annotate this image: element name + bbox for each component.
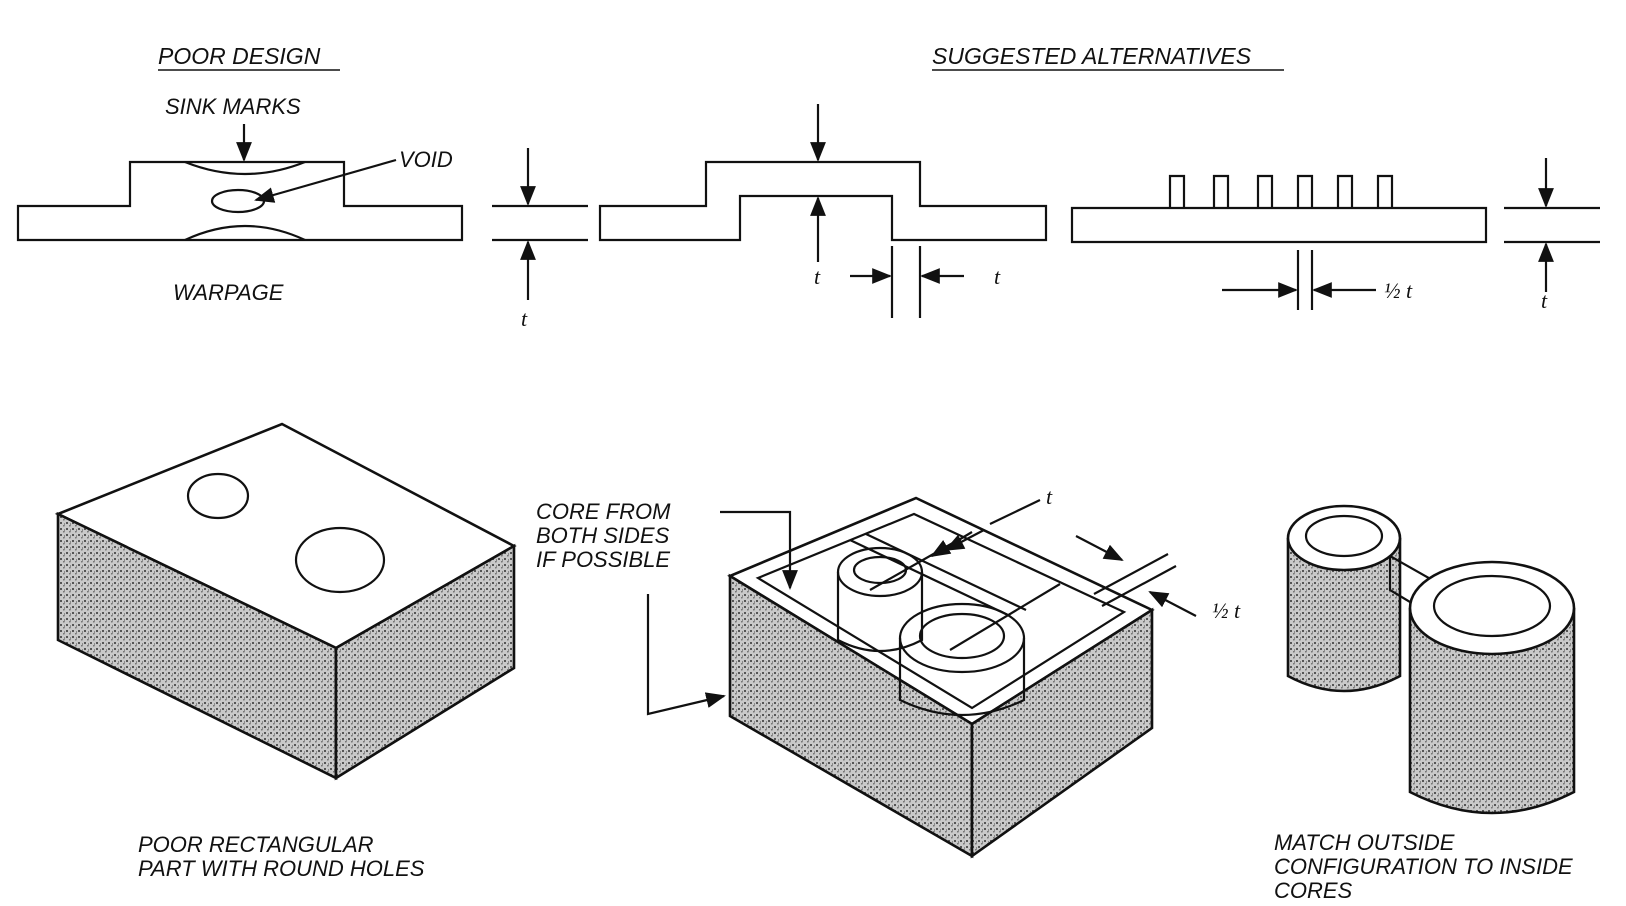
round-hole-small	[186, 472, 250, 520]
alt-ribbed-section: ½ t t	[1070, 158, 1600, 313]
poor-rectangular-part: POOR RECTANGULAR PART WITH ROUND HOLES	[54, 422, 517, 881]
core-label-line1: CORE FROM	[536, 499, 671, 524]
t-label-4: t	[1541, 288, 1548, 313]
ribs	[1168, 174, 1394, 208]
poor-part-caption-line2: PART WITH ROUND HOLES	[138, 856, 425, 881]
match-caption-line2: CONFIGURATION TO INSIDE	[1274, 854, 1573, 879]
core-label-line2: BOTH SIDES	[536, 523, 670, 548]
round-hole-large	[294, 526, 386, 594]
header-suggested-alternatives: SUGGESTED ALTERNATIVES	[932, 43, 1284, 71]
alt-coved-section: t t	[598, 104, 1048, 318]
t-label-2: t	[814, 264, 821, 289]
header-poor-design-text: POOR DESIGN	[158, 43, 321, 69]
match-caption-line1: MATCH OUTSIDE	[1274, 830, 1455, 855]
matched-cylinders-part: MATCH OUTSIDE CONFIGURATION TO INSIDE CO…	[1274, 504, 1576, 903]
core-label-line3: IF POSSIBLE	[536, 547, 670, 572]
void-label: VOID	[399, 147, 453, 172]
void-ellipse	[210, 188, 266, 214]
warpage-label: WARPAGE	[173, 280, 284, 305]
poor-part-caption-line1: POOR RECTANGULAR	[138, 832, 374, 857]
header-poor-design: POOR DESIGN	[158, 43, 340, 71]
match-caption-line3: CORES	[1274, 878, 1353, 903]
header-suggested-text: SUGGESTED ALTERNATIVES	[932, 43, 1252, 69]
half-t-label-2: ½ t	[1212, 598, 1241, 623]
cored-box-part: CORE FROM BOTH SIDES IF POSSIBLE t ½ t	[536, 484, 1241, 859]
t-label-3: t	[994, 264, 1001, 289]
poor-design-section: SINK MARKS VOID WARPAGE t	[16, 94, 588, 331]
sink-marks-label: SINK MARKS	[165, 94, 301, 119]
t-label-5: t	[1046, 484, 1053, 509]
half-t-label-1: ½ t	[1384, 278, 1413, 303]
t-label-1: t	[521, 306, 528, 331]
